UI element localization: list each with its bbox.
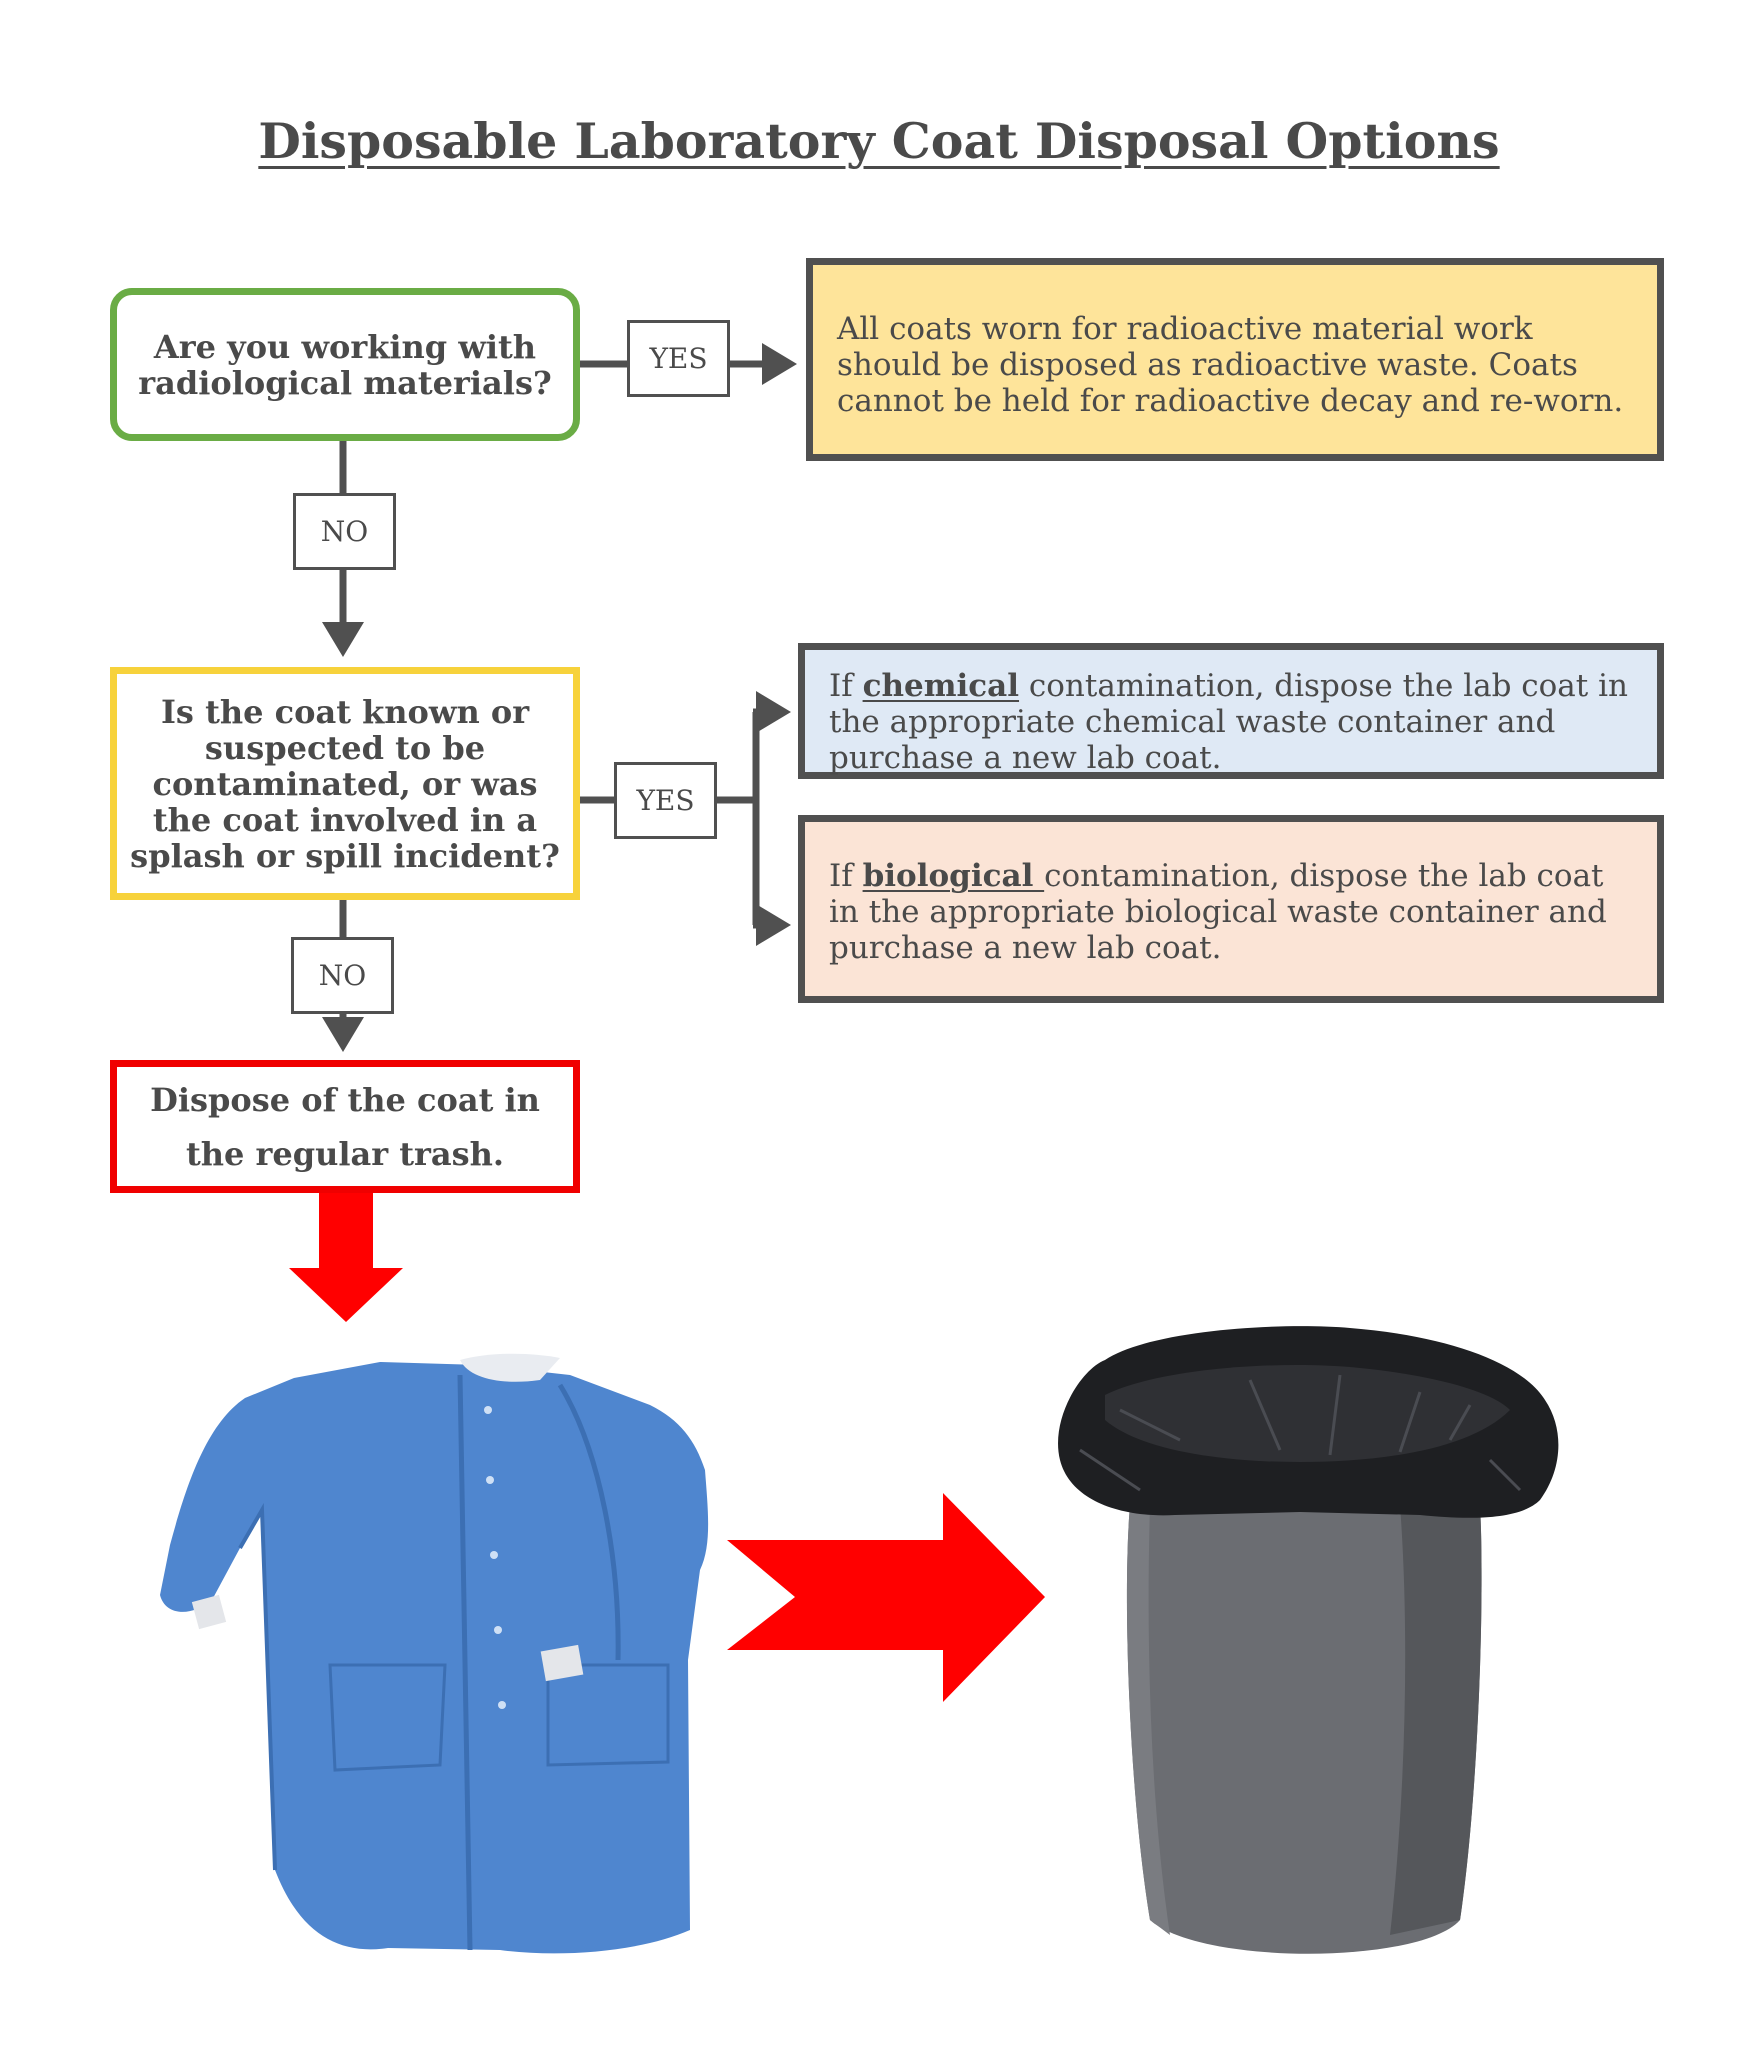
outcome-regular-trash: Dispose of the coat in the regular trash… [110,1060,580,1193]
biological-keyword: biological [862,858,1045,894]
question-contaminated: Is the coat known or suspected to be con… [110,667,580,900]
yes-label: YES [614,762,717,839]
biological-contamination-text: If biological contamination, dispose the… [829,858,1633,966]
page-title: Disposable Laboratory Coat Disposal Opti… [258,112,1500,170]
radioactive-waste-text: All coats worn for radioactive material … [837,311,1624,419]
no-label: NO [293,493,396,570]
chemical-keyword: chemical [862,668,1020,704]
big-down-arrow [289,1193,403,1322]
question-radiological: Are you working with radiological materi… [110,288,580,441]
chemical-contamination-text: If chemical contamination, dispose the l… [829,668,1633,776]
lab-coat-image [160,1353,709,1954]
question-contaminated-text: Is the coat known or suspected to be con… [130,692,560,875]
trash-can-image [1058,1326,1559,1954]
chemical-contamination-info: If chemical contamination, dispose the l… [798,643,1664,779]
outcome-regular-trash-text: Dispose of the coat in the regular trash… [150,1080,540,1173]
biological-rest: contamination, dispose the lab coat in t… [829,858,1607,966]
chemical-prefix: If [829,668,863,704]
biological-contamination-info: If biological contamination, dispose the… [798,815,1664,1003]
big-right-arrow [727,1493,1045,1702]
radioactive-waste-info: All coats worn for radioactive material … [806,258,1664,461]
question-radiological-text: Are you working with radiological materi… [138,327,552,402]
biological-prefix: If [829,858,863,894]
no-label: NO [291,937,394,1014]
chemical-rest: contamination, dispose the lab coat in t… [829,668,1628,776]
yes-label: YES [627,320,730,397]
